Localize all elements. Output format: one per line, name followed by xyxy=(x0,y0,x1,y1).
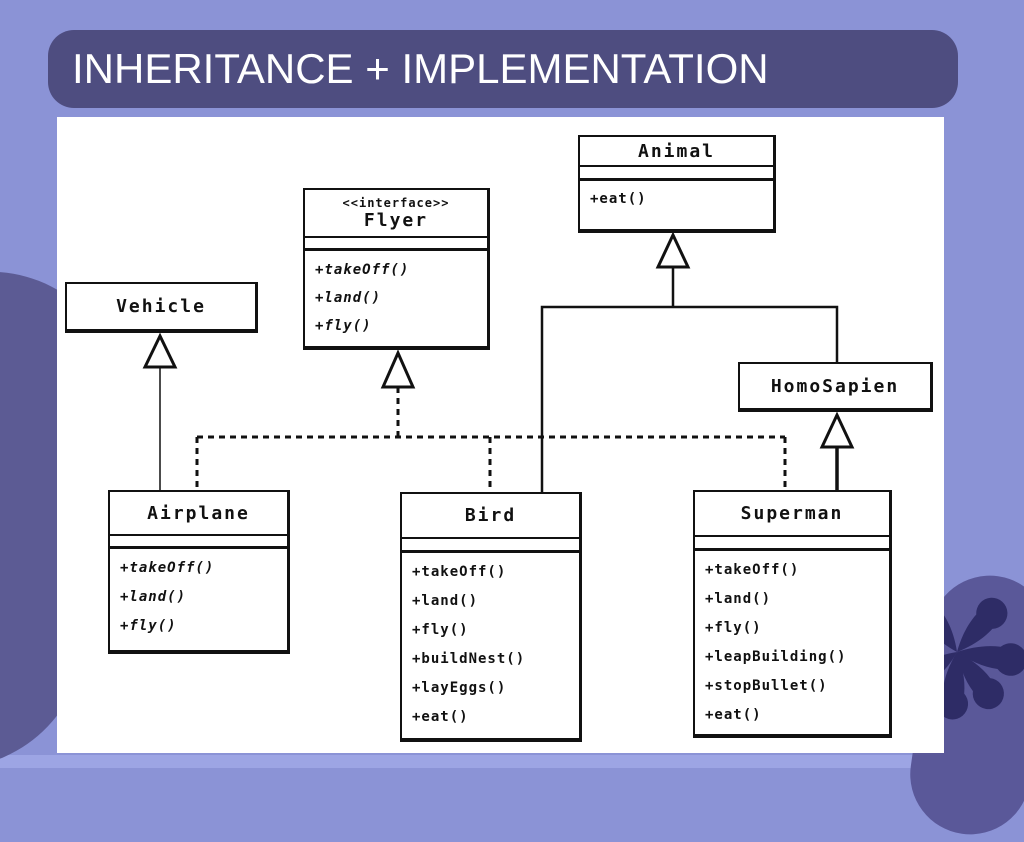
method-label: +takeOff() xyxy=(705,562,800,578)
inheritance-arrow-superman-homosapien xyxy=(819,411,855,490)
attributes-compartment xyxy=(402,539,579,553)
uml-connectors xyxy=(142,231,855,492)
class-name-compartment: Superman xyxy=(695,492,889,537)
method-label: +fly() xyxy=(315,318,372,334)
method-label: +land() xyxy=(315,290,382,306)
class-name: Vehicle xyxy=(116,296,206,317)
method-label: +leapBuilding() xyxy=(705,649,847,665)
method-label: +land() xyxy=(120,589,187,605)
attributes-compartment xyxy=(695,537,889,551)
methods-compartment: +takeOff() +land() +fly() +buildNest() +… xyxy=(402,553,579,732)
attributes-compartment xyxy=(110,536,287,549)
method-label: +layEggs() xyxy=(412,680,507,696)
page-title: INHERITANCE + IMPLEMENTATION xyxy=(72,45,769,92)
method-label: +eat() xyxy=(590,191,647,207)
class-name: Flyer xyxy=(363,209,429,231)
class-box-flyer: <<interface>> Flyer +takeOff() +land() +… xyxy=(303,188,490,350)
class-name-compartment: <<interface>> Flyer xyxy=(305,190,487,238)
slide-title-bar: INHERITANCE + IMPLEMENTATION xyxy=(48,30,958,108)
inheritance-arrow-bird-homosapien-animal xyxy=(540,231,839,492)
method-label: +stopBullet() xyxy=(705,678,828,694)
method-label: +eat() xyxy=(412,709,469,725)
class-name: Superman xyxy=(740,503,844,524)
inheritance-arrow-airplane-vehicle xyxy=(142,332,178,490)
class-box-vehicle: Vehicle xyxy=(65,282,258,333)
method-label: +eat() xyxy=(705,707,762,723)
method-label: +land() xyxy=(412,593,479,609)
class-box-airplane: Airplane +takeOff() +land() +fly() xyxy=(108,490,290,654)
methods-compartment: +eat() xyxy=(580,181,773,212)
class-name: Bird xyxy=(464,505,517,526)
method-label: +takeOff() xyxy=(120,560,215,576)
method-label: +takeOff() xyxy=(315,262,410,278)
method-label: +fly() xyxy=(705,620,762,636)
method-label: +buildNest() xyxy=(412,651,526,667)
attributes-compartment xyxy=(580,167,773,181)
class-name-compartment: Animal xyxy=(580,137,773,167)
class-name: Airplane xyxy=(147,502,250,524)
method-label: +fly() xyxy=(412,622,469,638)
diagram-panel: Animal +eat() <<interface>> Flyer +takeO… xyxy=(57,117,944,753)
class-name: Animal xyxy=(637,140,716,162)
class-box-animal: Animal +eat() xyxy=(578,135,776,233)
attributes-compartment xyxy=(305,238,487,251)
methods-compartment: +takeOff() +land() +fly() xyxy=(305,251,487,340)
class-box-superman: Superman +takeOff() +land() +fly() +leap… xyxy=(693,490,892,738)
interface-stereotype: <<interface>> xyxy=(342,195,450,210)
method-label: +land() xyxy=(705,591,772,607)
class-name: HomoSapien xyxy=(770,375,900,397)
method-label: +takeOff() xyxy=(412,564,507,580)
method-label: +fly() xyxy=(120,618,177,634)
class-box-bird: Bird +takeOff() +land() +fly() +buildNes… xyxy=(400,492,582,742)
class-name-compartment: Airplane xyxy=(110,492,287,536)
methods-compartment: +takeOff() +land() +fly() +leapBuilding(… xyxy=(695,551,889,730)
class-box-homosapien: HomoSapien xyxy=(738,362,933,412)
bottom-accent-strip xyxy=(0,755,1024,768)
class-name-compartment: Bird xyxy=(402,494,579,539)
realization-arrow-flyer xyxy=(195,349,787,492)
methods-compartment: +takeOff() +land() +fly() xyxy=(110,549,287,641)
